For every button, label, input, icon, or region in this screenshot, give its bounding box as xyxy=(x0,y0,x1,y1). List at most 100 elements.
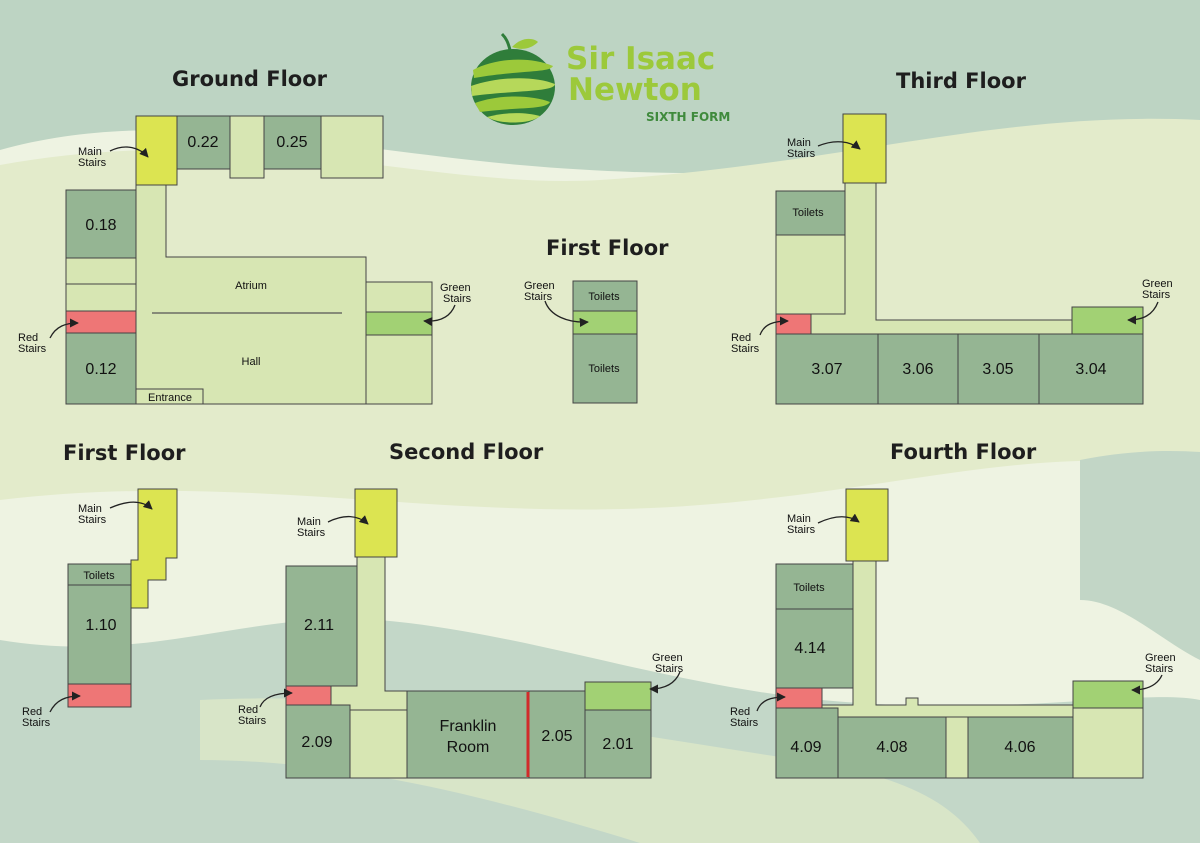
red-stairs-ground xyxy=(65,310,137,334)
second-floor-title: Second Floor xyxy=(389,440,544,464)
room-ground-top-right xyxy=(320,115,384,179)
room-4-06 xyxy=(967,716,1074,779)
logo-line-3: SIXTH FORM xyxy=(646,110,731,124)
red-stairs-third xyxy=(775,313,812,335)
room-0-25 xyxy=(263,115,322,170)
logo-line-1: Sir Isaac xyxy=(566,41,716,77)
main-stairs-label: Stairs xyxy=(78,514,107,526)
main-stairs-label: Main xyxy=(787,137,811,149)
room-label-3-06: 3.06 xyxy=(902,361,933,378)
toilets-first-small-bottom xyxy=(572,333,638,404)
room-third-light xyxy=(775,234,846,315)
room-ground-left-b xyxy=(65,283,137,312)
room-label-2-09: 2.09 xyxy=(301,734,332,751)
green-stairs-label: Green xyxy=(440,282,471,294)
franklin-label-line1: Franklin xyxy=(440,718,497,735)
main-stairs-label: Main xyxy=(78,503,102,515)
room-label-0-25: 0.25 xyxy=(276,134,307,151)
room-ground-right-b xyxy=(365,334,433,405)
room-label-3-05: 3.05 xyxy=(982,361,1013,378)
red-stairs-label: Red xyxy=(18,332,38,344)
room-label-3-04: 3.04 xyxy=(1075,361,1106,378)
first-floor-small-plan xyxy=(572,280,638,404)
atrium-label: Atrium xyxy=(235,280,267,292)
ground-floor-plan xyxy=(65,115,433,405)
room-ground-left-a xyxy=(65,257,137,285)
toilets-label-first: Toilets xyxy=(83,570,115,582)
entrance-box xyxy=(135,388,204,405)
green-stairs-label: Stairs xyxy=(1142,289,1171,301)
red-stairs-second xyxy=(285,685,332,706)
room-label-4-06: 4.06 xyxy=(1004,739,1035,756)
green-stairs-fourth xyxy=(1072,680,1144,709)
corridor-ground-top xyxy=(229,115,265,179)
room-ground-right-a xyxy=(365,281,433,313)
green-stairs-label: Green xyxy=(652,652,683,664)
red-stairs-first xyxy=(67,683,132,708)
room-label-4-08: 4.08 xyxy=(876,739,907,756)
third-floor-plan xyxy=(775,113,1144,405)
room-label-3-07: 3.07 xyxy=(811,361,842,378)
green-stairs-label: Stairs xyxy=(443,293,472,305)
red-stairs-label: Stairs xyxy=(22,717,51,729)
red-stairs-label: Stairs xyxy=(730,717,759,729)
room-label-4-14: 4.14 xyxy=(794,640,825,657)
room-label-2-01: 2.01 xyxy=(602,736,633,753)
main-stairs-first xyxy=(130,488,178,609)
main-stairs-third xyxy=(842,113,887,184)
room-3-07 xyxy=(775,333,879,405)
main-stairs-label: Stairs xyxy=(787,524,816,536)
room-4-14 xyxy=(775,608,854,689)
room-2-09 xyxy=(285,704,351,779)
main-stairs-label: Stairs xyxy=(787,148,816,160)
hall-label: Hall xyxy=(242,356,261,368)
franklin-label-line2: Room xyxy=(447,739,490,756)
toilets-label-first-small-bottom: Toilets xyxy=(588,363,620,375)
room-label-2-05: 2.05 xyxy=(541,728,572,745)
toilets-label-third: Toilets xyxy=(792,207,824,219)
franklin-room xyxy=(406,690,530,779)
green-stairs-label: Stairs xyxy=(524,291,553,303)
third-floor-title: Third Floor xyxy=(896,69,1026,93)
logo-line-2: Newton xyxy=(568,72,702,108)
red-stairs-label: Stairs xyxy=(238,715,267,727)
room-label-0-18: 0.18 xyxy=(85,217,116,234)
room-2-01 xyxy=(584,709,652,779)
fourth-floor-title: Fourth Floor xyxy=(890,440,1037,464)
room-label-0-22: 0.22 xyxy=(187,134,218,151)
main-stairs-label: Stairs xyxy=(297,527,326,539)
main-stairs-fourth xyxy=(845,488,889,562)
main-stairs-label: Stairs xyxy=(78,157,107,169)
room-fourth-light-right xyxy=(1072,707,1144,779)
red-stairs-label: Stairs xyxy=(731,343,760,355)
red-stairs-label: Red xyxy=(730,706,750,718)
main-stairs-ground xyxy=(135,115,178,186)
fourth-floor-plan xyxy=(775,488,1144,779)
room-second-light xyxy=(349,709,408,779)
first-floor-small-title: First Floor xyxy=(546,236,669,260)
room-3-05 xyxy=(957,333,1040,405)
main-stairs-label: Main xyxy=(297,516,321,528)
green-stairs-label: Green xyxy=(1145,652,1176,664)
room-3-06 xyxy=(877,333,959,405)
stair-arrows xyxy=(49,140,1163,713)
main-stairs-second xyxy=(354,488,398,558)
first-floor-plan xyxy=(67,488,178,708)
room-label-0-12: 0.12 xyxy=(85,361,116,378)
main-stairs-label: Main xyxy=(78,146,102,158)
green-stairs-ground xyxy=(365,311,433,336)
ground-floor-title: Ground Floor xyxy=(172,67,328,91)
red-stairs-label: Stairs xyxy=(18,343,47,355)
apple-logo-icon xyxy=(471,32,555,125)
stair-labels: Main Stairs Red Stairs Green Stairs Gree… xyxy=(18,137,1176,729)
room-fourth-light-gap xyxy=(945,716,969,779)
toilets-first-small-top xyxy=(572,280,638,312)
room-label-1-10: 1.10 xyxy=(85,617,116,634)
green-stairs-label: Green xyxy=(524,280,555,292)
main-stairs-label: Main xyxy=(787,513,811,525)
room-label-2-11: 2.11 xyxy=(304,617,334,634)
green-stairs-label: Green xyxy=(1142,278,1173,290)
room-2-05 xyxy=(528,690,586,779)
entrance-label: Entrance xyxy=(148,392,192,404)
